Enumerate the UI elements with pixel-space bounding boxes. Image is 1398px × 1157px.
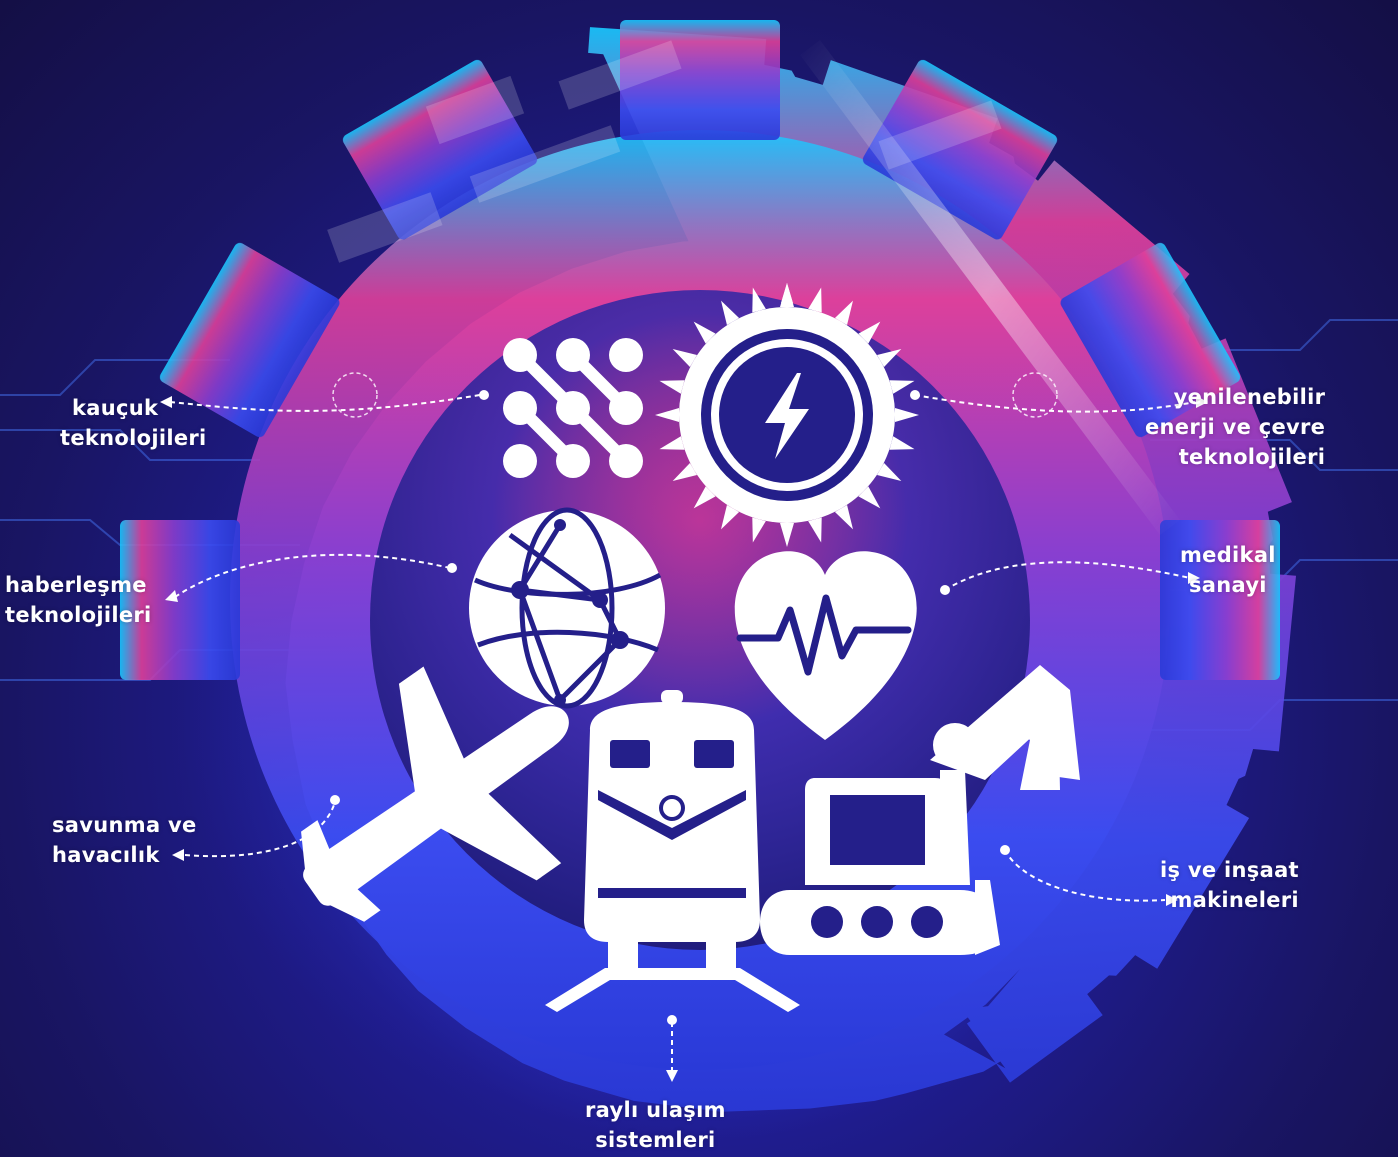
label-line: haberleşme: [5, 573, 147, 597]
label-line: medikal: [1180, 543, 1276, 567]
label-rubber-technologies: kauçuk teknolojileri: [60, 393, 207, 453]
label-line: teknolojileri: [5, 603, 152, 627]
sun-lightning-icon: [655, 283, 919, 547]
train-icon: [545, 690, 800, 1012]
label-construction-machinery: iş ve inşaat makineleri: [1160, 855, 1299, 915]
label-line: makineleri: [1170, 888, 1299, 912]
label-line: yenilenebilir: [1173, 385, 1326, 409]
label-renewable-energy: yenilenebilir enerji ve çevre teknolojil…: [1145, 382, 1325, 472]
label-line: raylı ulaşım: [585, 1098, 726, 1122]
connector-rings: [332, 372, 1058, 418]
label-line: enerji ve çevre: [1145, 415, 1326, 439]
label-telecom-technologies: haberleşme teknolojileri: [5, 570, 152, 630]
label-line: sanayi: [1188, 573, 1267, 597]
connector-arrowheads: [160, 396, 1208, 1082]
label-rail-systems: raylı ulaşım sistemleri: [585, 1095, 726, 1155]
airplane-icon: [301, 666, 569, 922]
label-line: kauçuk: [72, 396, 159, 420]
globe-network-icon: [469, 507, 665, 709]
excavator-icon: [760, 665, 1080, 955]
label-defense-aviation: savunma ve havacılık: [52, 810, 197, 870]
label-line: teknolojileri: [1178, 445, 1326, 469]
label-line: teknolojileri: [60, 426, 207, 450]
heart-pulse-icon: [734, 551, 917, 740]
label-line: havacılık: [52, 843, 160, 867]
label-line: sistemleri: [595, 1128, 716, 1152]
label-line: iş ve inşaat: [1160, 858, 1299, 882]
label-medical-industry: medikal sanayi: [1180, 540, 1276, 600]
connector-dots: [330, 390, 1010, 1025]
nodes-network-icon: [503, 338, 643, 478]
label-line: savunma ve: [52, 813, 197, 837]
